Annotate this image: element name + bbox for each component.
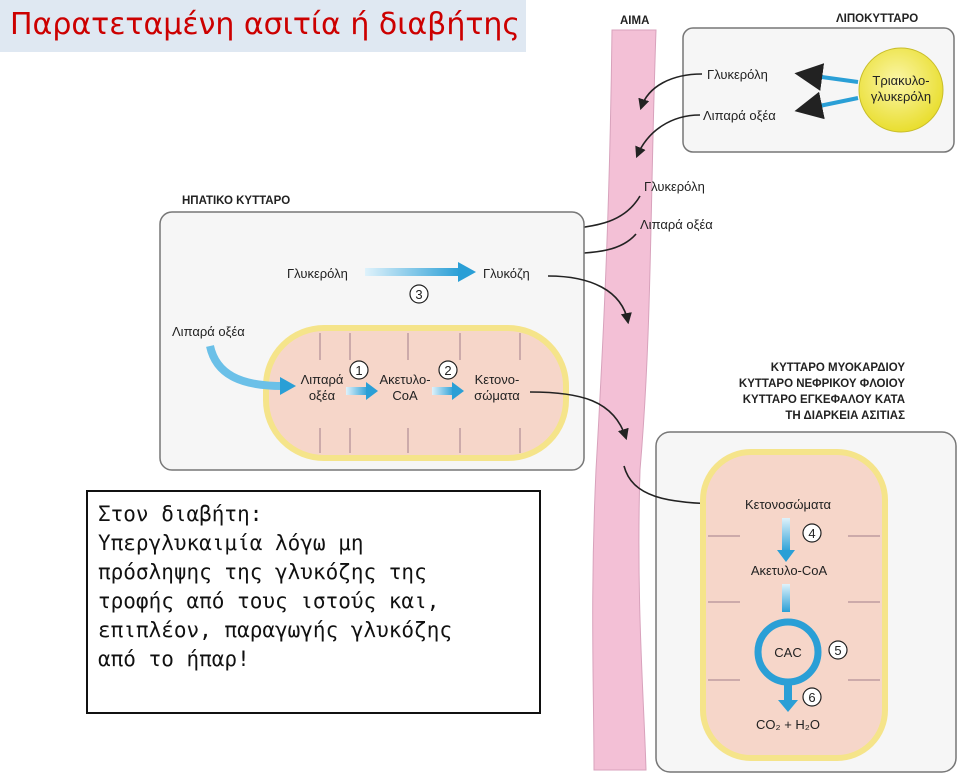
step-4-label: 4: [808, 526, 815, 541]
step-2-circle: [438, 360, 458, 380]
mito-fatty-acids: Λιπαρά: [301, 372, 344, 387]
triacylglycerol-label-2: γλυκερόλη: [871, 89, 931, 104]
mito-acetyl-coa-2: CoA: [392, 388, 418, 403]
fat-droplet: [858, 47, 944, 133]
adipocyte-label: ΛΙΠΟΚΥΤΤΑΡΟ: [836, 13, 918, 25]
liver-glycerol: Γλυκερόλη: [287, 266, 348, 281]
cac-entry-arrow: [782, 584, 790, 612]
step-5-circle: [828, 640, 848, 660]
ketogenesis-arrow: [432, 387, 454, 395]
lipolysis-arrow-glycerol: [794, 63, 859, 91]
step-3-circle: [409, 284, 429, 304]
beta-oxidation-arrow: [346, 387, 368, 395]
mito-acetyl-coa: Ακετυλο-: [379, 372, 430, 387]
step-3-label: 3: [415, 287, 422, 302]
note-line: Υπεργλυκαιμία λόγω μη: [98, 531, 364, 555]
beta-oxidation-arrowhead: [366, 382, 378, 400]
target-cell-label-3: ΚΥΤΤΑΡΟ ΕΓΚΕΦΑΛΟΥ ΚΑΤΑ: [743, 394, 905, 406]
step-5-label: 5: [834, 643, 841, 658]
liver-glucose: Γλυκόζη: [483, 266, 530, 281]
lipolysis-arrow-fatty-acids: [794, 91, 859, 120]
page-title: Παρατεταμένη ασιτία ή διαβήτης: [0, 0, 526, 52]
note-line: τροφής από τους ιστούς και,: [98, 589, 440, 613]
fatty-acid-import-arrow: [206, 344, 283, 390]
note-line: Στον διαβήτη:: [98, 502, 263, 526]
fatty-acid-import-arrowhead: [280, 377, 296, 395]
adipocyte-fatty-acids: Λιπαρά οξέα: [703, 108, 776, 123]
ketogenesis-arrowhead: [452, 382, 464, 400]
target-cell-label-4: ΤΗ ΔΙΑΡΚΕΙΑ ΑΣΙΤΙΑΣ: [785, 410, 905, 422]
step-1-circle: [349, 360, 369, 380]
target-cell-label-2: ΚΥΤΤΑΡΟ ΝΕΦΡΙΚΟΥ ΦΛΟΙΟΥ: [739, 378, 905, 390]
liver-cell-label: ΗΠΑΤΙΚΟ ΚΥΤΤΑΡΟ: [182, 195, 290, 207]
target-cristae: [708, 535, 880, 681]
mito-ketone-bodies-2: σώματα: [474, 388, 520, 403]
note-line: πρόσληψης της γλυκόζης της: [98, 560, 427, 584]
ketolysis-arrowhead: [777, 550, 795, 562]
cac-exit-arrow: [784, 682, 792, 702]
ketolysis-arrow: [782, 518, 790, 552]
step-6-circle: [802, 687, 822, 707]
cac-exit-arrowhead: [778, 700, 798, 712]
adipocyte-glycerol: Γλυκερόλη: [707, 67, 768, 82]
target-acetyl-coa: Ακετυλο-CoA: [751, 563, 828, 578]
note-line: επιπλέον, παραγωγής γλυκόζης: [98, 618, 453, 642]
step-2-label: 2: [444, 363, 451, 378]
blood-vessel: [592, 29, 657, 771]
liver-fatty-acids: Λιπαρά οξέα: [172, 324, 245, 339]
target-mitochondrion: [700, 449, 888, 761]
mito-fatty-acids-2: οξέα: [309, 388, 336, 403]
export-arrow-glycerol: [638, 73, 703, 111]
glucose-export-arrow: [547, 275, 632, 325]
cac-label: CAC: [774, 645, 801, 660]
blood-label: ΑΙΜΑ: [620, 15, 649, 27]
gluconeogenesis-arrowhead: [458, 262, 476, 282]
diabetes-note: Στον διαβήτη: Υπεργλυκαιμία λόγω μη πρόσ…: [86, 490, 541, 714]
ketone-export-arrow: [529, 391, 629, 441]
gluconeogenesis-arrow: [365, 268, 460, 276]
step-4-circle: [802, 523, 822, 543]
mito-ketone-bodies: Κετονο-: [475, 372, 520, 387]
liver-cristae: [319, 333, 521, 453]
triacylglycerol-label: Τριακυλο-: [872, 73, 929, 88]
target-products: CO₂ + H₂O: [756, 717, 820, 732]
target-ketone-bodies: Κετονοσώματα: [745, 497, 832, 512]
step-1-label: 1: [355, 363, 362, 378]
export-arrow-fatty-acids: [635, 114, 701, 159]
blood-glycerol: Γλυκερόλη: [644, 179, 705, 194]
target-cell-label-1: ΚΥΤΤΑΡΟ ΜΥΟΚΑΡΔΙΟΥ: [771, 362, 906, 374]
step-6-label: 6: [808, 690, 815, 705]
liver-mitochondrion: [263, 325, 569, 461]
blood-fatty-acids: Λιπαρά οξέα: [640, 217, 713, 232]
note-line: από το ήπαρ!: [98, 647, 250, 671]
